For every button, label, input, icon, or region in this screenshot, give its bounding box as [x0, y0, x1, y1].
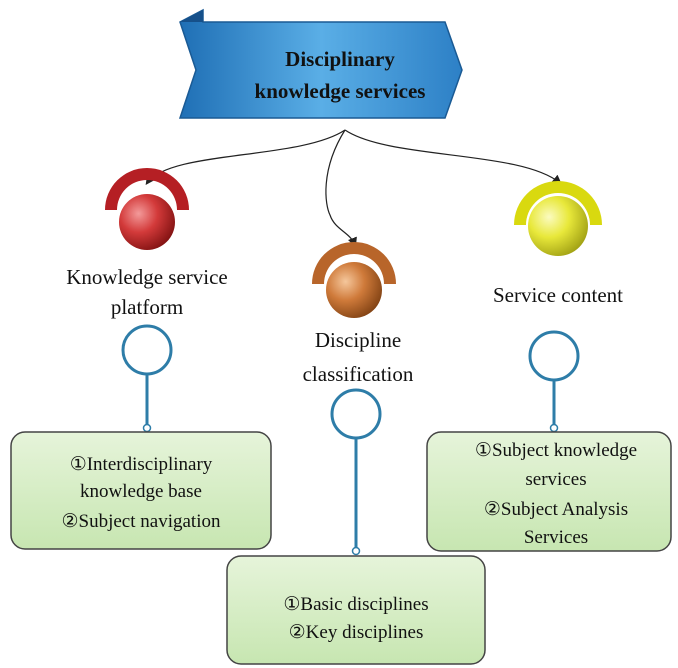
content-ball-icon: [528, 196, 588, 256]
content-arc-icon: [514, 181, 602, 225]
platform-ball-icon: [119, 194, 175, 250]
platform-item-line2: knowledge base: [80, 481, 202, 502]
platform-label-line2: platform: [111, 295, 183, 319]
pin-connectors: [121, 324, 580, 556]
content-item-line1: ①Subject knowledge: [475, 440, 637, 461]
platform-items-box: ①Interdisciplinary knowledge base ②Subje…: [10, 431, 272, 550]
content-label: Service content: [493, 283, 623, 307]
root-title-line1: Disciplinary: [285, 47, 395, 71]
node-platform: [105, 168, 189, 250]
classification-label-line1: Discipline: [315, 328, 401, 352]
node-content: [514, 181, 602, 256]
arrow-to-platform: [145, 129, 346, 185]
node-classification: [312, 242, 396, 318]
arrow-to-content: [344, 129, 562, 185]
classification-item-line2: ②Key disciplines: [289, 622, 424, 643]
classification-label-line2: classification: [303, 362, 414, 386]
content-items-box: ①Subject knowledge services ②Subject Ana…: [426, 431, 672, 552]
platform-pin-icon: [121, 324, 173, 433]
classification-pin-icon: [330, 388, 382, 556]
root-title-line2: knowledge services: [255, 79, 426, 103]
platform-arc-icon: [105, 168, 189, 210]
classification-items-box: ①Basic disciplines ②Key disciplines: [226, 555, 486, 665]
content-pin-icon: [528, 330, 580, 433]
platform-item-line3: ②Subject navigation: [62, 511, 221, 532]
root-banner: Disciplinary knowledge services: [178, 8, 463, 119]
classification-ball-icon: [326, 262, 382, 318]
content-item-line2: services: [525, 469, 586, 490]
classification-arc-icon: [312, 242, 396, 284]
branch-arrows: [145, 129, 562, 248]
content-item-line4: Services: [524, 527, 588, 548]
platform-label-line1: Knowledge service: [66, 265, 228, 289]
arrow-to-classification: [325, 129, 357, 248]
content-item-line3: ②Subject Analysis: [484, 499, 628, 520]
platform-item-line1: ①Interdisciplinary: [70, 454, 213, 475]
classification-item-line1: ①Basic disciplines: [283, 594, 428, 615]
